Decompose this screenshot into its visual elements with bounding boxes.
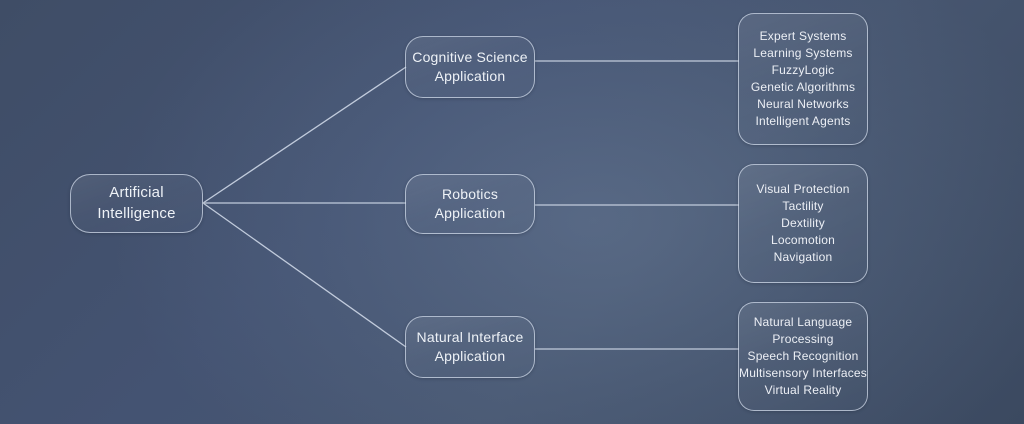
list-item: Visual Protection [756, 181, 850, 196]
node-robotics-application[interactable]: Robotics Application [405, 174, 535, 234]
node-robotics-application-label: Robotics Application [434, 185, 506, 221]
list-item: Neural Networks [757, 97, 849, 112]
list-item: Multisensory Interfaces [739, 366, 867, 381]
node-natural-interface-application-label: Natural Interface Application [416, 328, 524, 364]
list-cognitive-science-items[interactable]: Expert Systems Learning Systems FuzzyLog… [738, 13, 868, 145]
node-cognitive-science-application-label: Cognitive Science Application [412, 48, 528, 84]
list-item: Expert Systems [759, 28, 847, 43]
list-item: Dextility [781, 215, 825, 230]
list-item: FuzzyLogic [771, 62, 835, 77]
list-robotics-items[interactable]: Visual Protection Tactility Dextility Lo… [738, 164, 868, 283]
edge-root-to-natural [202, 202, 407, 348]
list-item: Natural Language [753, 314, 853, 329]
list-item: Learning Systems [753, 45, 853, 60]
list-item: Intelligent Agents [755, 114, 851, 129]
node-cognitive-science-application[interactable]: Cognitive Science Application [405, 36, 535, 98]
list-item: Tactility [782, 198, 824, 213]
list-item: Locomotion [770, 233, 836, 248]
list-item: Navigation [773, 250, 833, 265]
node-natural-interface-application[interactable]: Natural Interface Application [405, 316, 535, 378]
node-artificial-intelligence-label: Artificial Intelligence [97, 183, 176, 222]
list-item: Speech Recognition [747, 348, 859, 363]
list-item: Processing [772, 331, 834, 346]
edge-root-to-cognitive [202, 66, 407, 204]
list-item: Virtual Reality [764, 383, 842, 398]
list-item: Genetic Algorithms [750, 80, 856, 94]
node-artificial-intelligence[interactable]: Artificial Intelligence [70, 174, 203, 233]
list-natural-interface-items[interactable]: Natural Language Processing Speech Recog… [738, 302, 868, 411]
